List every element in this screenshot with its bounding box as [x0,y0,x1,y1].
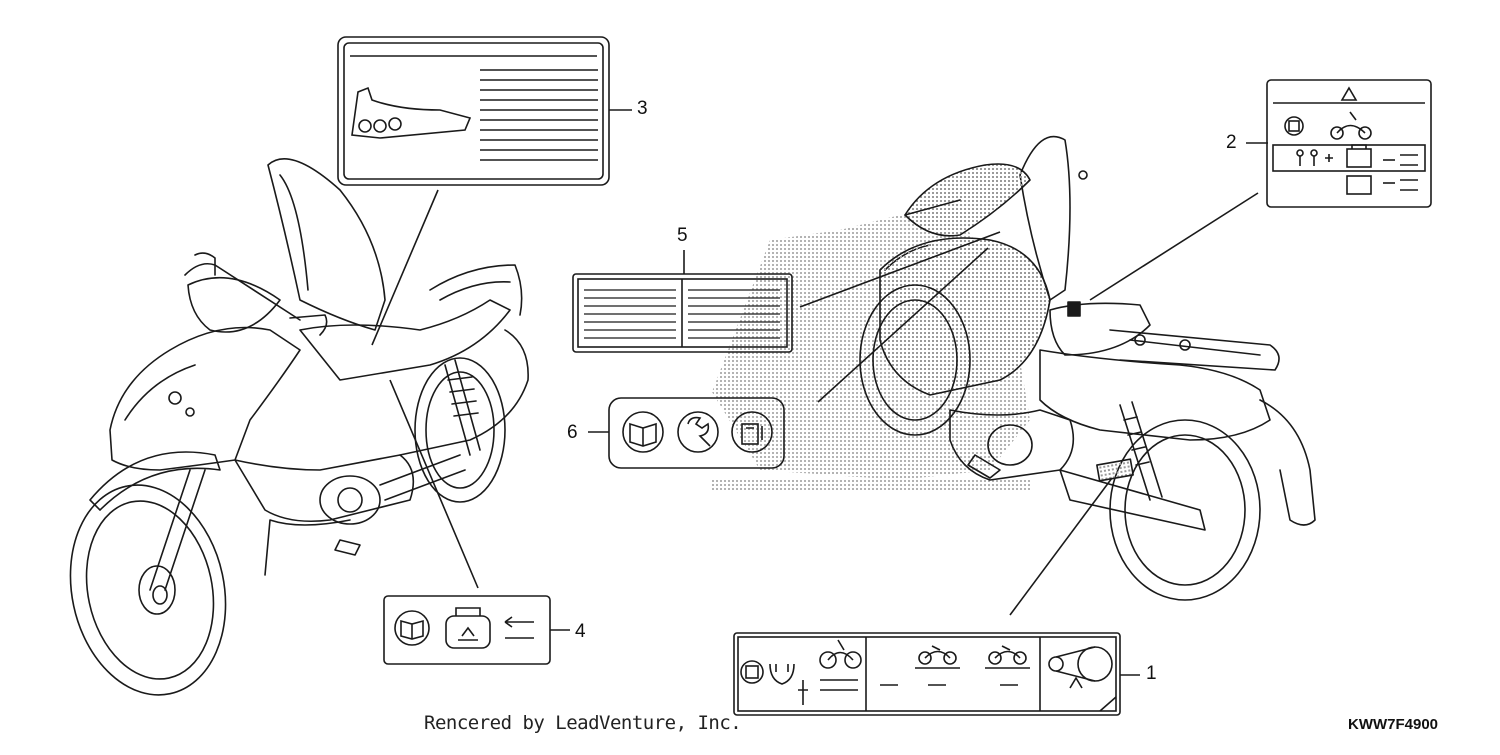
callout-5: 5 [677,225,688,246]
wrench-icon [677,411,719,453]
label-1 [733,632,1121,716]
render-credit: Rencered by LeadVenture, Inc. [424,712,742,734]
callout-1: 1 [1146,663,1157,684]
wrench-icon [769,663,795,685]
callout-3: 3 [637,98,648,119]
label-3 [337,36,610,186]
leader-lines [371,189,1259,616]
motorcycle-icon [1330,111,1372,140]
motorcycle-icon [819,639,862,669]
book-icon [622,411,664,453]
toolbox-icon [1346,144,1372,168]
label-4 [383,595,551,665]
toolbox-icon [445,607,491,649]
book-icon [1284,116,1304,136]
book-icon [394,610,430,646]
rider-icon [1296,149,1318,166]
motorcycle-icon [988,645,1027,665]
fuel-can-icon [731,411,773,453]
warning-triangle-icon [1340,86,1358,101]
callout-6: 6 [567,422,578,443]
right-motorcycle [859,135,1316,601]
label-2 [1266,79,1432,208]
callout-4: 4 [575,621,586,642]
chain-icon [1048,646,1113,689]
motorcycle-icon [918,645,957,665]
left-motorcycle [69,158,529,696]
seat-storage-icon [351,86,472,139]
label-5 [572,273,793,353]
diagram-code: KWW7F4900 [1348,716,1439,733]
book-icon [740,660,764,684]
callout-2: 2 [1226,132,1237,153]
label-6 [608,397,785,469]
